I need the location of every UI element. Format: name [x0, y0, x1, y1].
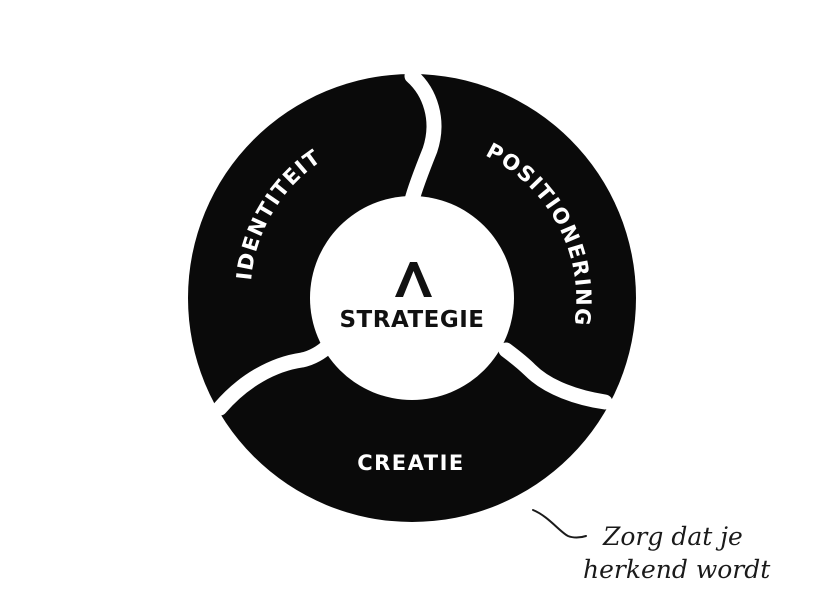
segment-gap-right	[498, 342, 613, 410]
center-label-strategie: STRATEGIE	[339, 307, 484, 333]
strategie-logo-icon	[395, 262, 432, 297]
annotation-pointer-line	[532, 509, 587, 539]
annotation-line-2: herkend wordt	[583, 555, 771, 584]
segment-label-creatie: CREATIE	[357, 451, 465, 475]
center-circle	[310, 196, 514, 400]
annotation-line-1: Zorg dat je	[602, 522, 743, 551]
segment-gap-left	[212, 338, 336, 416]
segment-gap-top	[404, 68, 442, 208]
